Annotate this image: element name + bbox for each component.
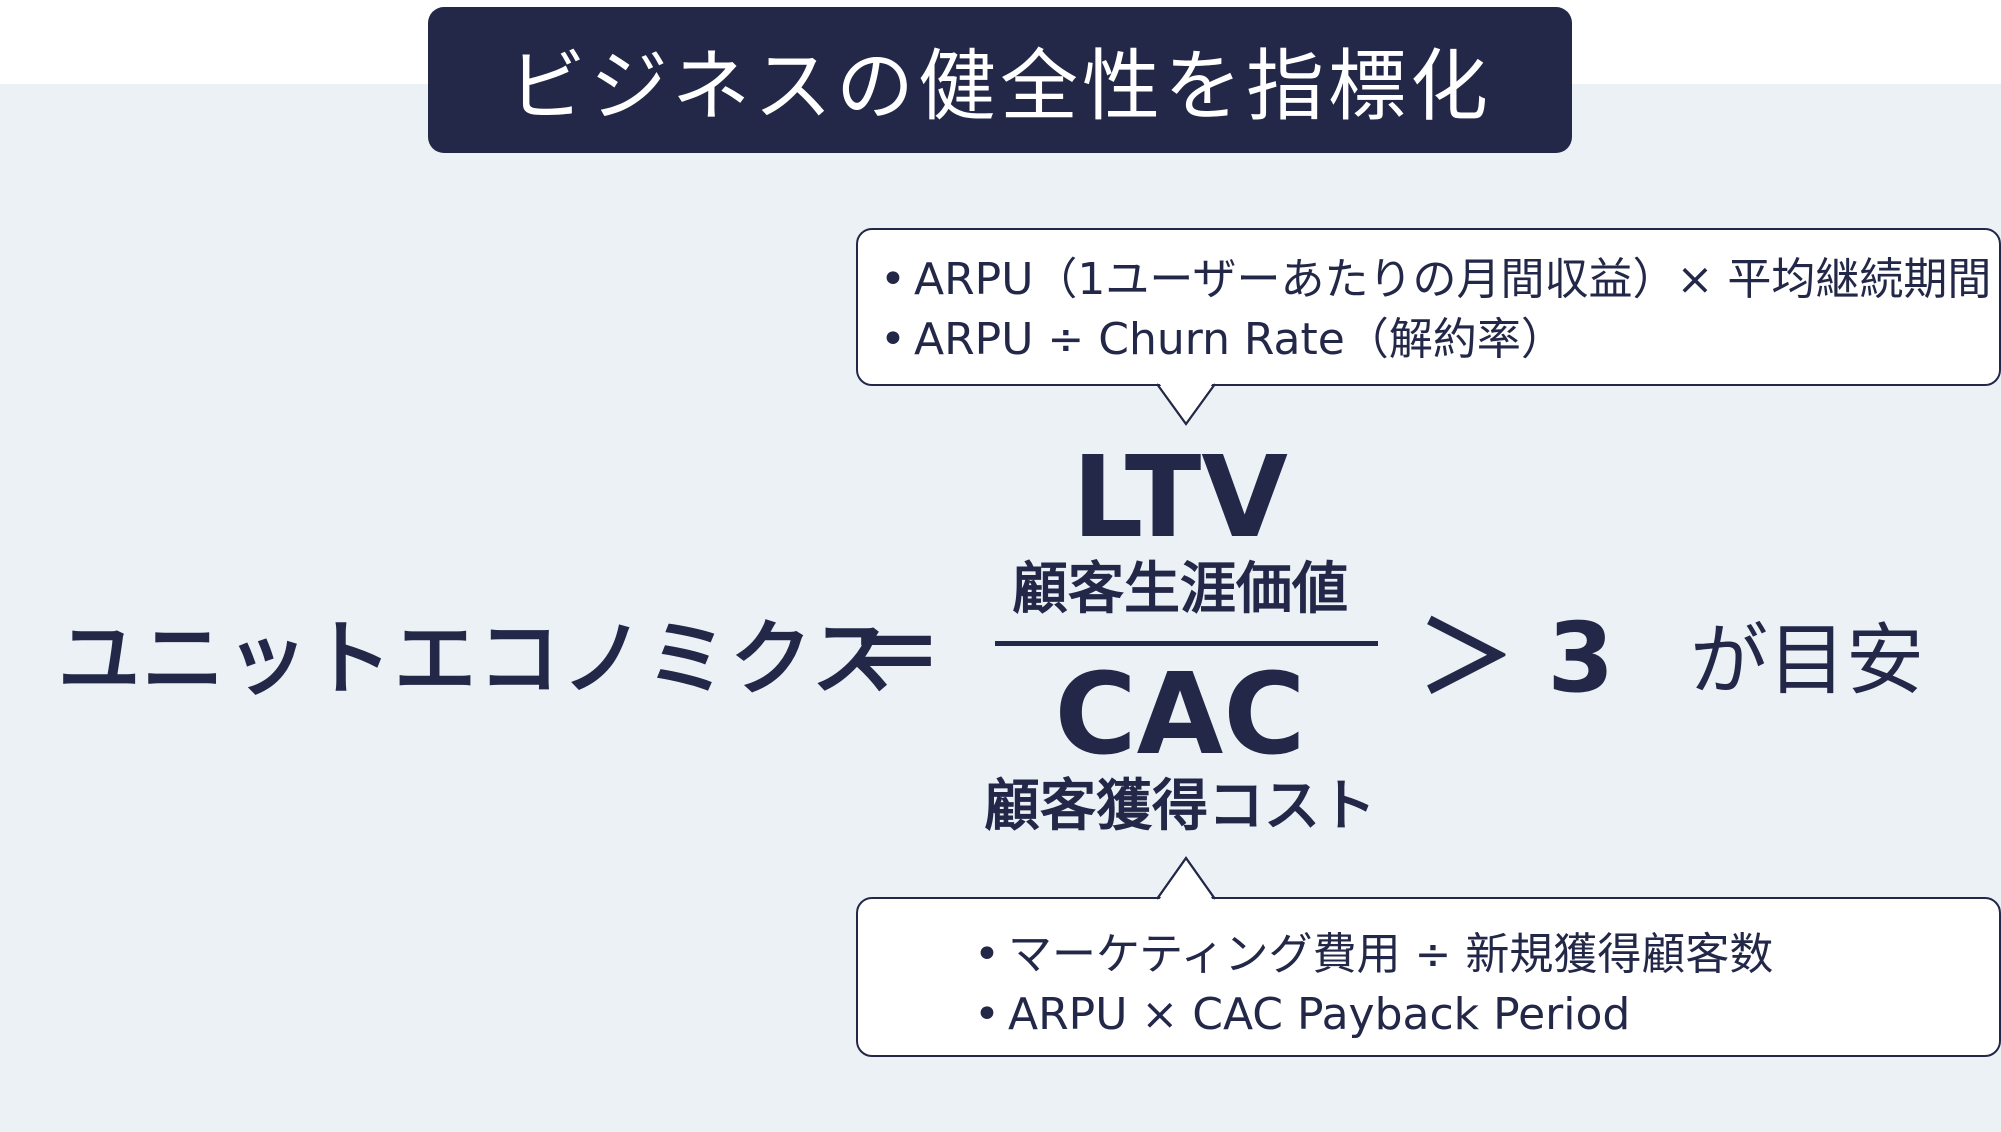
unit-economics-label: ユニットエコノミクス — [58, 612, 896, 707]
list-item: •ARPU（1ユーザーあたりの月間収益）× 平均継続期間 — [880, 250, 1999, 310]
cac-formula-callout: •マーケティング費用 ÷ 新規獲得顧客数 •ARPU × CAC Payback… — [856, 897, 2001, 1057]
fraction-bar — [995, 641, 1378, 646]
bullet-icon: • — [974, 929, 1000, 980]
ltv-label: 顧客生涯価値 — [1012, 557, 1348, 622]
ltv-numerator: LTV — [1072, 433, 1288, 563]
page-title: ビジネスの健全性を指標化 — [507, 42, 1492, 132]
title-banner: ビジネスの健全性を指標化 — [428, 7, 1572, 153]
ltv-formula-list: •ARPU（1ユーザーあたりの月間収益）× 平均継続期間 •ARPU ÷ Chu… — [880, 250, 1999, 370]
comparison-greater-than-three: ＞ 3 — [1418, 602, 1615, 714]
cac-label: 顧客獲得コスト — [984, 774, 1376, 839]
bullet-icon: • — [880, 314, 906, 365]
list-item: •ARPU ÷ Churn Rate（解約率） — [880, 310, 1999, 370]
bullet-icon: • — [880, 254, 906, 305]
bullet-icon: • — [974, 989, 1000, 1040]
ltv-formula-callout: •ARPU（1ユーザーあたりの月間収益）× 平均継続期間 •ARPU ÷ Chu… — [856, 228, 2001, 386]
equals-sign: ＝ — [850, 601, 943, 708]
list-item: •マーケティング費用 ÷ 新規獲得顧客数 — [974, 925, 1999, 985]
list-item: •ARPU × CAC Payback Period — [974, 985, 1999, 1045]
target-label: が目安 — [1690, 616, 1925, 706]
cac-formula-list: •マーケティング費用 ÷ 新規獲得顧客数 •ARPU × CAC Payback… — [974, 925, 1999, 1045]
cac-denominator: CAC — [1054, 650, 1306, 780]
